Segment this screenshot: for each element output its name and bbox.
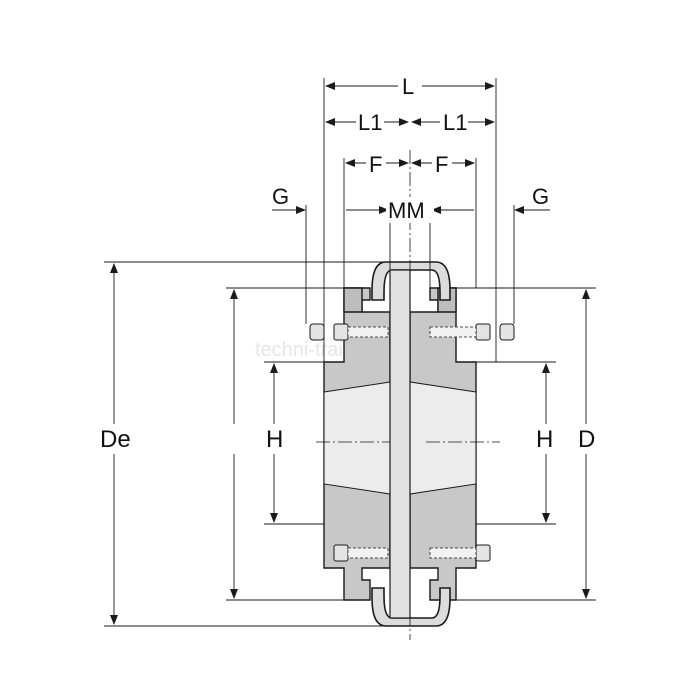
label-G-left: G: [272, 184, 289, 209]
left-flange: [343, 287, 363, 313]
label-G-right: G: [532, 184, 549, 209]
label-backgrounds: [100, 72, 600, 454]
label-F-right: F: [435, 152, 448, 177]
extension-lines: [104, 78, 596, 627]
label-D: D: [578, 426, 595, 453]
label-De: De: [100, 426, 131, 453]
bolt-top-right: [429, 323, 515, 341]
bolt-top-left: [309, 323, 389, 341]
coupling-body: [309, 150, 515, 640]
dimension-labels: L L1 L1 F F MM G G De H H D: [100, 74, 595, 453]
label-L: L: [402, 74, 414, 99]
right-bore: [409, 381, 477, 495]
label-H-right: H: [536, 426, 553, 453]
left-bore: [323, 381, 391, 495]
label-F-left: F: [369, 152, 382, 177]
label-L1-right: L1: [443, 110, 467, 135]
label-MM: MM: [388, 198, 425, 223]
bolt-bottom-right: [429, 544, 491, 562]
label-H-left: H: [266, 426, 283, 453]
center-spacer: [389, 269, 411, 619]
label-L1-left: L1: [358, 110, 382, 135]
bolt-bottom-left: [333, 544, 389, 562]
